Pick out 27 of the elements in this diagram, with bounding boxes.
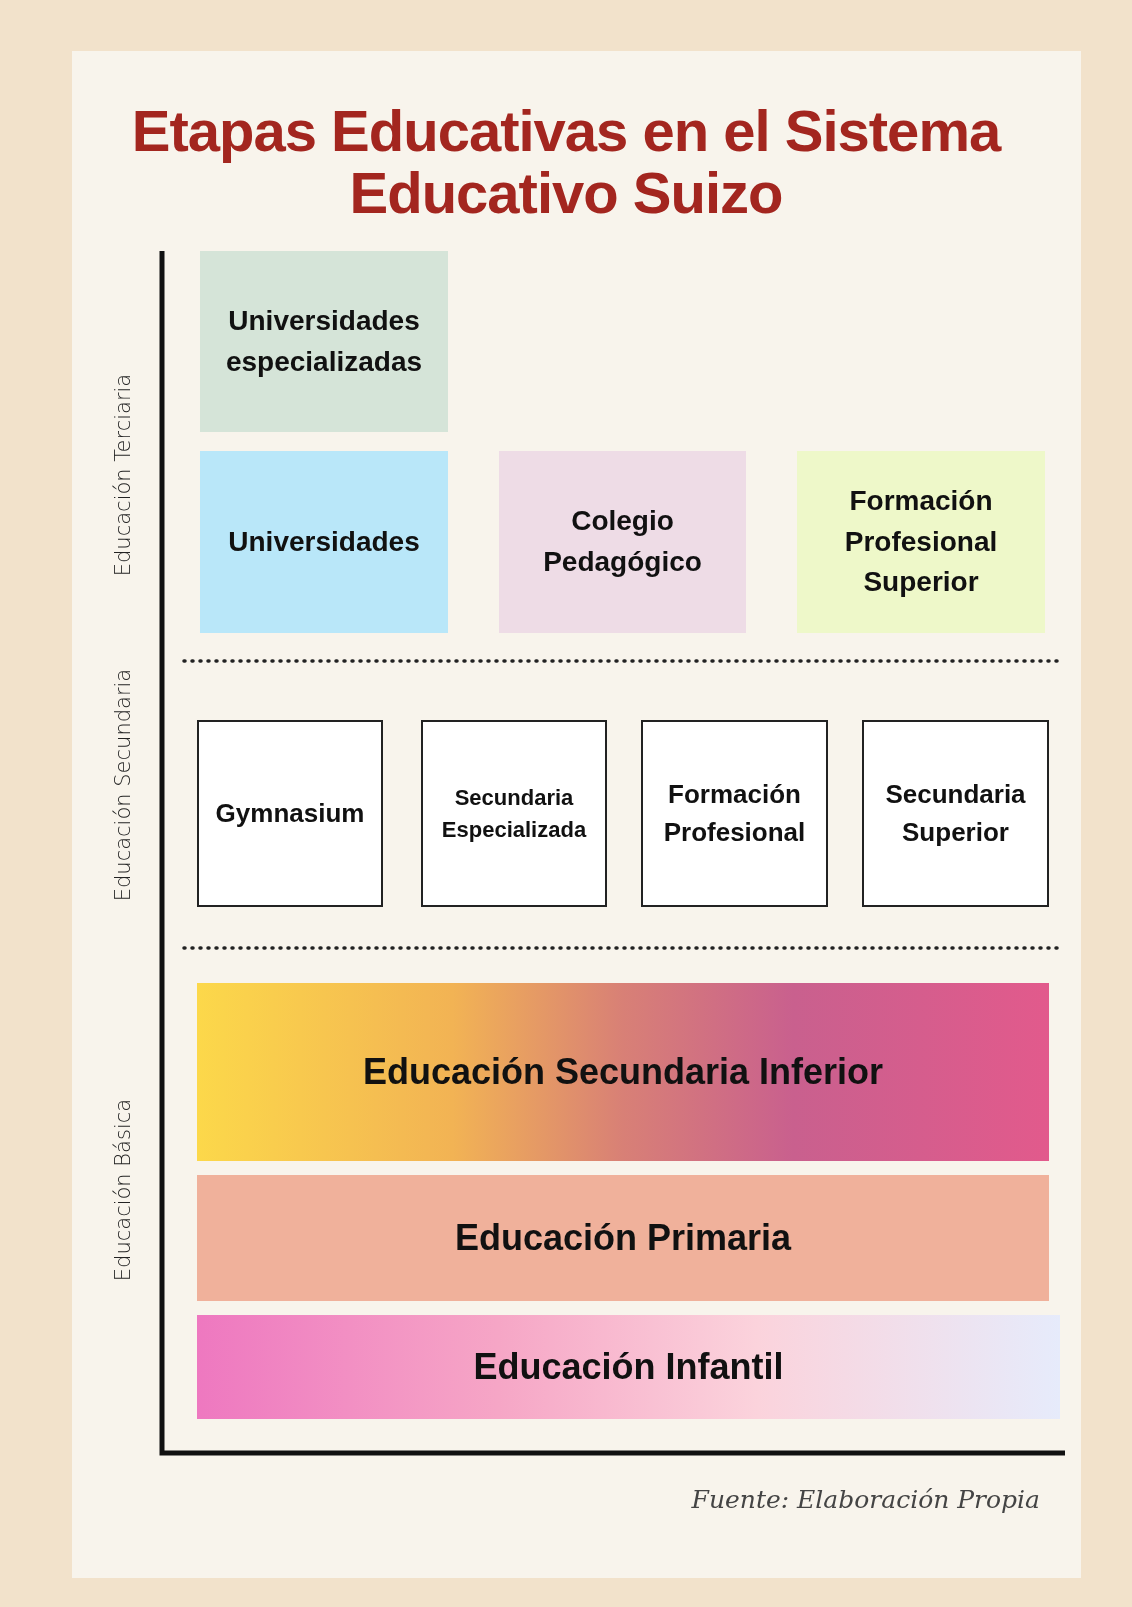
level-label: Educación Secundaria — [111, 668, 135, 902]
stage-label: Educación Infantil — [473, 1344, 784, 1389]
source-caption: Fuente: Elaboración Propia — [691, 1485, 1040, 1514]
stage-box — [862, 720, 1049, 907]
stage-box — [421, 720, 607, 907]
stage-band — [197, 983, 1049, 1161]
stage-label: Formación Profesional Superior — [843, 484, 999, 600]
stage-label: Educación Secundaria Inferior — [362, 1049, 884, 1094]
stage-label: Secundaria Especializada — [440, 783, 588, 844]
stage-box — [197, 720, 383, 907]
level-label: Educación Terciaria — [111, 373, 135, 577]
diagram-title: Etapas Educativas en el Sistema Educativo Suizo — [130, 100, 1003, 224]
stage-label: Universidades especializadas — [224, 303, 424, 379]
stage-label: Formación Profesional — [662, 777, 807, 849]
stage-label: Gymnasium — [215, 796, 365, 830]
stage-box — [200, 451, 448, 633]
stage-box — [499, 451, 746, 633]
stage-label: Universidades — [228, 524, 420, 559]
level-label: Educación Básica — [111, 1098, 135, 1282]
stage-band — [197, 1315, 1060, 1419]
stage-box — [641, 720, 828, 907]
stage-band — [197, 1175, 1049, 1301]
stage-box — [797, 451, 1045, 633]
stage-label: Educación Primaria — [454, 1215, 792, 1260]
stage-label: Colegio Pedagógico — [542, 504, 703, 579]
stage-label: Secundaria Superior — [884, 777, 1027, 849]
stage-box — [200, 251, 448, 432]
